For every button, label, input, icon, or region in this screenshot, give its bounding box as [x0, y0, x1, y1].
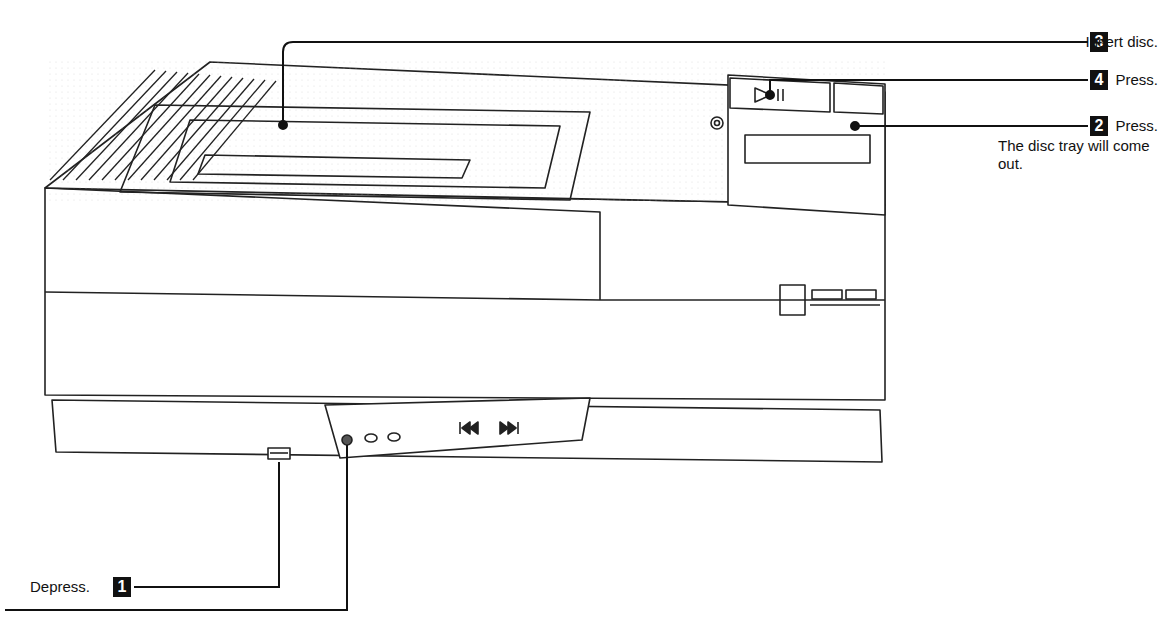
cooling-fin [167, 79, 254, 180]
cooling-fin [180, 80, 265, 180]
callout-number: 4 [1090, 70, 1108, 90]
cooling-fin [76, 72, 177, 180]
instruction-text: Press. [1115, 71, 1158, 89]
cooling-fin [102, 74, 199, 180]
cooling-fin [128, 76, 221, 180]
cooling-fin [193, 81, 276, 180]
cooling-fin [141, 77, 232, 180]
cooling-fin [115, 75, 210, 180]
instruction-text: Depress. [30, 578, 90, 596]
cooling-fin [89, 73, 188, 180]
cooling-fin [154, 78, 243, 180]
cooling-fin [63, 71, 166, 180]
instruction-text: Insert disc. [1085, 33, 1158, 51]
callout-number: 1 [113, 577, 131, 597]
instruction-text: Press. [1115, 117, 1158, 135]
instruction-text: The disc tray will come out. [998, 137, 1158, 173]
callout-number: 2 [1090, 116, 1108, 136]
